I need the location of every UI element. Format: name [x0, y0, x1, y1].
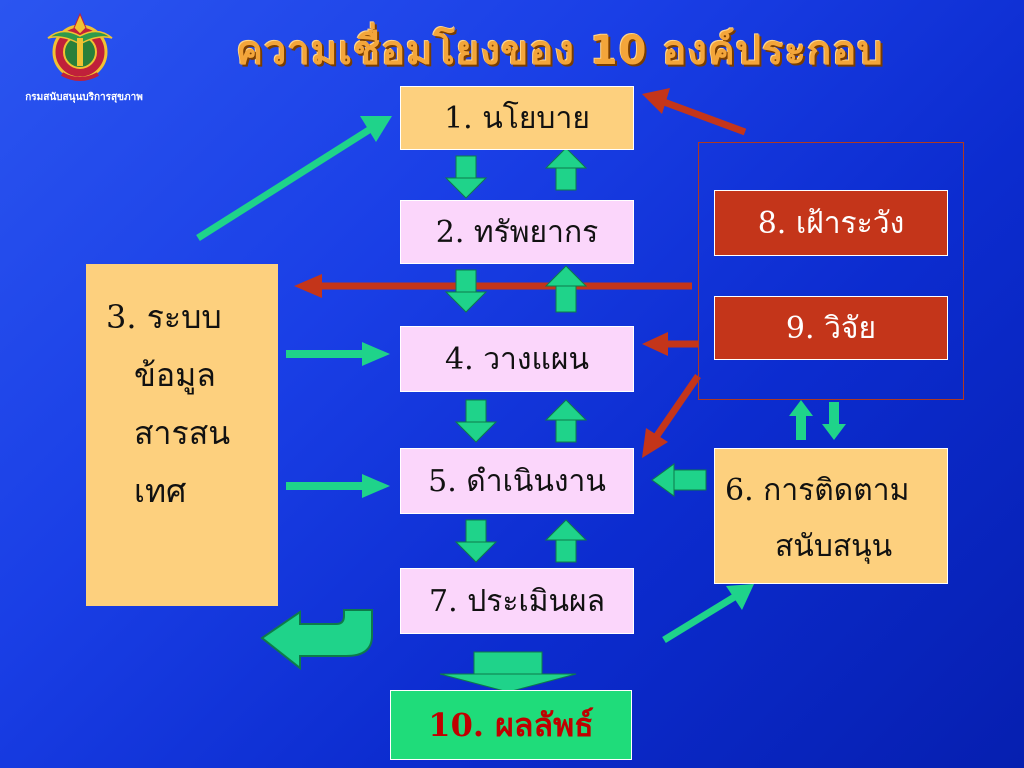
arrow-surveillance-to-policy — [642, 88, 747, 136]
node-info-system-line: เทศ — [134, 472, 187, 510]
organization-name: กรมสนับสนุนบริการสุขภาพ — [25, 92, 143, 103]
node-planning: 4. วางแผน — [400, 326, 634, 392]
arrow-monitoring-to-operation — [651, 463, 707, 497]
node-operation: 5. ดำเนินงาน — [400, 448, 634, 514]
node-evaluation: 7. ประเมินผล — [400, 568, 634, 634]
node-info-system-line: สารสน — [134, 414, 231, 452]
node-resources: 2. ทรัพยากร — [400, 200, 634, 264]
arrow-info-to-operation — [286, 474, 390, 498]
node-info-system-line: ข้อมูล — [134, 356, 216, 394]
arrows-resources-planning — [444, 265, 588, 313]
node-monitoring: 6. การติดตาม สนับสนุน — [714, 448, 948, 584]
arrow-info-to-planning — [286, 342, 390, 366]
arrow-uturn-icon — [260, 609, 373, 671]
surveillance-research-frame — [698, 142, 964, 400]
arrow-frame-to-monitoring — [822, 402, 846, 440]
ministry-emblem-icon — [47, 12, 113, 81]
arrows-policy-resources — [444, 147, 588, 199]
arrows-operation-evaluation — [454, 519, 588, 563]
node-info-system: 3. ระบบ ข้อมูล สารสน เทศ — [86, 264, 278, 606]
node-research: 9. วิจัย — [714, 296, 948, 360]
arrow-evaluation-to-result — [439, 651, 577, 693]
page-title: ความเชื่อมโยงของ 10 องค์ประกอบ — [236, 28, 884, 74]
arrows-planning-operation — [454, 399, 588, 443]
arrow-info-to-policy — [196, 116, 392, 241]
node-surveillance: 8. เฝ้าระวัง — [714, 190, 948, 256]
arrow-frame-to-info — [294, 274, 692, 298]
node-result: 10. ผลลัพธ์ — [390, 690, 632, 760]
node-monitoring-line: 6. การติดตาม — [725, 473, 910, 508]
node-result-label: 10. ผลลัพธ์ — [428, 705, 594, 744]
node-info-system-line: 3. ระบบ — [106, 298, 222, 336]
node-monitoring-line: สนับสนุน — [775, 529, 893, 564]
node-policy: 1. นโยบาย — [400, 86, 634, 150]
arrow-monitoring-to-frame — [789, 400, 813, 440]
arrow-research-to-planning — [642, 332, 698, 356]
arrow-frame-to-operation — [642, 374, 701, 458]
arrow-evaluation-to-monitoring — [662, 584, 754, 643]
